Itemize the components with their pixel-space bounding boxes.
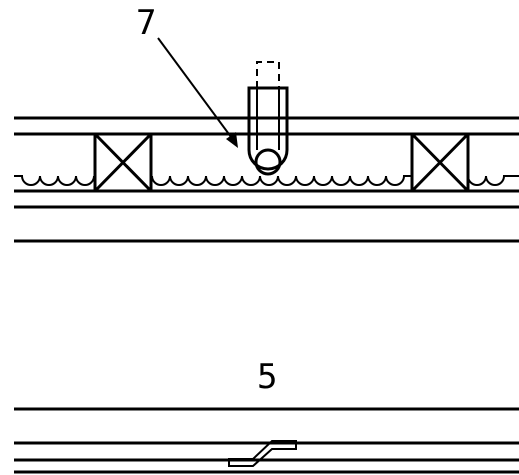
label-part-5: 5 [257, 357, 277, 397]
corrugated-spring-right [467, 175, 519, 186]
corrugated-spring-center [151, 175, 412, 186]
spacer-block-right [410, 132, 470, 193]
corrugated-spring-left [14, 175, 95, 186]
probe-roller [247, 61, 289, 176]
joint-offset-step [228, 440, 297, 467]
spacer-block-left [93, 132, 153, 193]
label-part-7: 7 [136, 3, 156, 43]
leader-arrow-7 [157, 37, 238, 148]
